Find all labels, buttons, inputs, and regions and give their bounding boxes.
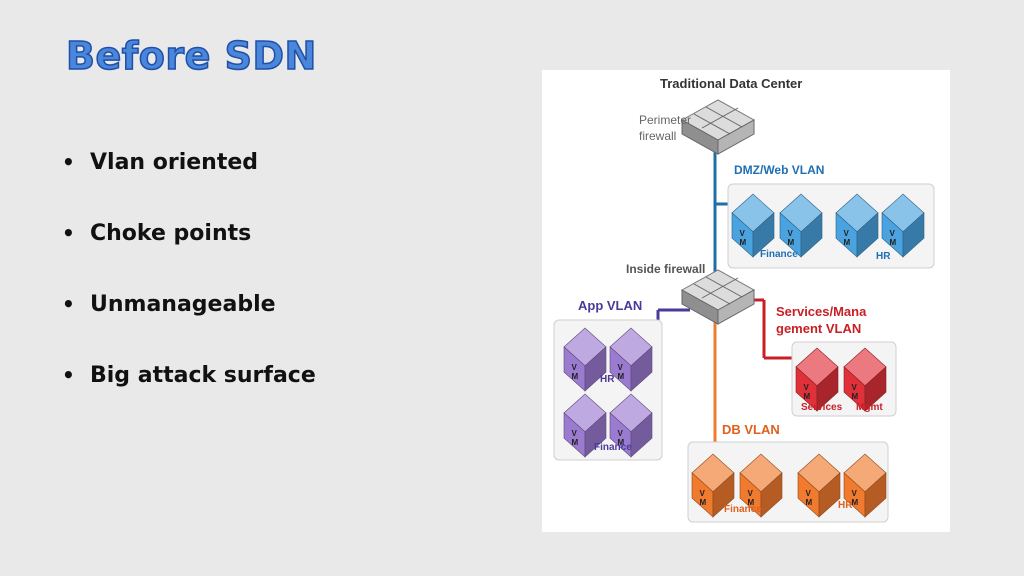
- vm-cube-icon: VM: [797, 453, 841, 518]
- vm-cube-icon: VM: [795, 347, 839, 412]
- bullet-list: • Vlan oriented • Choke points • Unmanageab…: [62, 150, 316, 434]
- vm-letter: V: [618, 363, 624, 372]
- diagram-title: Traditional Data Center: [660, 76, 802, 91]
- vm-cube-icon: VM: [691, 453, 735, 518]
- dmz-vlan-box: [727, 183, 935, 269]
- db-vlan-box: [687, 441, 889, 523]
- db-group-label: Finance: [724, 504, 762, 515]
- bullet-item: • Big attack surface: [62, 363, 316, 434]
- vm-cube-icon: VM: [563, 393, 607, 458]
- bullet-text: Vlan oriented: [90, 150, 259, 175]
- vm-cube-icon: VM: [843, 453, 887, 518]
- vm-letter: M: [804, 392, 811, 401]
- perimeter-firewall-label: firewall: [639, 129, 676, 143]
- bullet-item: • Choke points: [62, 221, 316, 292]
- vm-letter: V: [572, 429, 578, 438]
- vm-letter: V: [572, 363, 578, 372]
- vm-letter: V: [852, 489, 858, 498]
- vm-letter: V: [806, 489, 812, 498]
- services-vlan-label: Services/Mana: [776, 304, 867, 319]
- bullet-text: Choke points: [90, 221, 252, 246]
- vm-cube-icon: VM: [779, 193, 823, 258]
- vm-letter: V: [890, 229, 896, 238]
- vm-cube-icon: VM: [609, 327, 653, 392]
- bullet-item: • Unmanageable: [62, 292, 316, 363]
- vm-cube-icon: VM: [843, 347, 887, 412]
- vm-letter: M: [572, 438, 579, 447]
- vm-letter: M: [788, 238, 795, 247]
- vm-cube-icon: VM: [731, 193, 775, 258]
- services-vlan-label: gement VLAN: [776, 321, 861, 336]
- bullet-dot: •: [62, 150, 75, 174]
- perimeter-firewall-icon: [680, 99, 756, 155]
- vm-letter: M: [572, 372, 579, 381]
- app-group-label: Finance: [594, 442, 632, 453]
- db-vlan-label: DB VLAN: [722, 422, 780, 437]
- slide-title: Before SDN: [65, 33, 317, 79]
- vm-letter: M: [618, 372, 625, 381]
- inside-firewall-icon: [680, 269, 756, 325]
- dmz-group-label: Finance: [760, 249, 798, 260]
- vm-letter: V: [844, 229, 850, 238]
- vm-letter: V: [804, 383, 810, 392]
- bullet-dot: •: [62, 292, 75, 316]
- vm-letter: M: [740, 238, 747, 247]
- vm-cube-icon: VM: [563, 327, 607, 392]
- vm-letter: M: [852, 498, 859, 507]
- services-group-label: Services: [801, 402, 843, 413]
- db-group-label: HR: [838, 500, 853, 511]
- vm-cube-icon: VM: [609, 393, 653, 458]
- vm-letter: V: [748, 489, 754, 498]
- vm-letter: M: [852, 392, 859, 401]
- vm-cube-icon: VM: [835, 193, 879, 258]
- vm-letter: V: [700, 489, 706, 498]
- bullet-text: Unmanageable: [90, 292, 276, 317]
- vm-cube-icon: VM: [739, 453, 783, 518]
- app-vlan-label: App VLAN: [578, 298, 642, 313]
- dmz-vlan-label: DMZ/Web VLAN: [734, 163, 824, 177]
- vm-cube-icon: VM: [881, 193, 925, 258]
- vm-letter: V: [740, 229, 746, 238]
- vm-letter: M: [700, 498, 707, 507]
- bullet-dot: •: [62, 221, 75, 245]
- bullet-item: • Vlan oriented: [62, 150, 316, 221]
- vm-letter: V: [852, 383, 858, 392]
- perimeter-firewall-label: Perimeter: [639, 113, 691, 127]
- app-group-label: HR: [600, 374, 615, 385]
- vm-letter: V: [618, 429, 624, 438]
- vm-letter: V: [788, 229, 794, 238]
- vm-letter: M: [806, 498, 813, 507]
- services-group-label: Mgmt: [856, 402, 883, 413]
- data-center-diagram: Traditional Data Center Perimeter firewa…: [542, 70, 950, 532]
- bullet-dot: •: [62, 363, 75, 387]
- dmz-group-label: HR: [876, 251, 891, 262]
- vm-letter: M: [844, 238, 851, 247]
- vm-letter: M: [748, 498, 755, 507]
- inside-firewall-label: Inside firewall: [626, 262, 705, 276]
- bullet-text: Big attack surface: [90, 363, 316, 388]
- vm-letter: M: [618, 438, 625, 447]
- vm-letter: M: [890, 238, 897, 247]
